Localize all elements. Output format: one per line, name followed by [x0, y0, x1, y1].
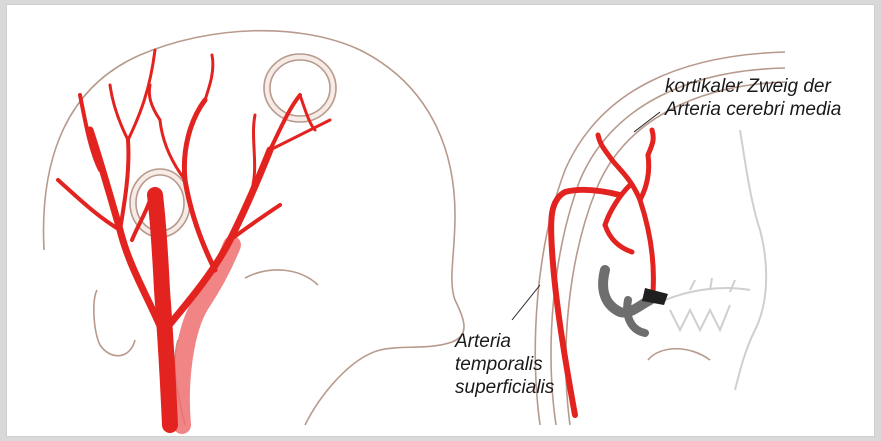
label-temporal-line2: temporalis	[455, 353, 554, 376]
head-profile	[44, 31, 464, 425]
label-temporal-artery: Arteria temporalis superficialis	[455, 330, 554, 399]
label-temporal-line1: Arteria	[455, 330, 554, 353]
label-cortical-line1: kortikaler Zweig der	[665, 75, 841, 98]
label-cortical-branch: kortikaler Zweig der Arteria cerebri med…	[665, 75, 841, 121]
vascular-clamp	[603, 270, 668, 333]
cortical-bone-outline	[665, 130, 766, 390]
label-cortical-line2: Arteria cerebri media	[665, 98, 841, 121]
ear-outline	[94, 290, 135, 356]
label-temporal-line3: superficialis	[455, 376, 554, 399]
leader-line-cortical	[634, 112, 660, 132]
ear-contour	[245, 270, 318, 285]
